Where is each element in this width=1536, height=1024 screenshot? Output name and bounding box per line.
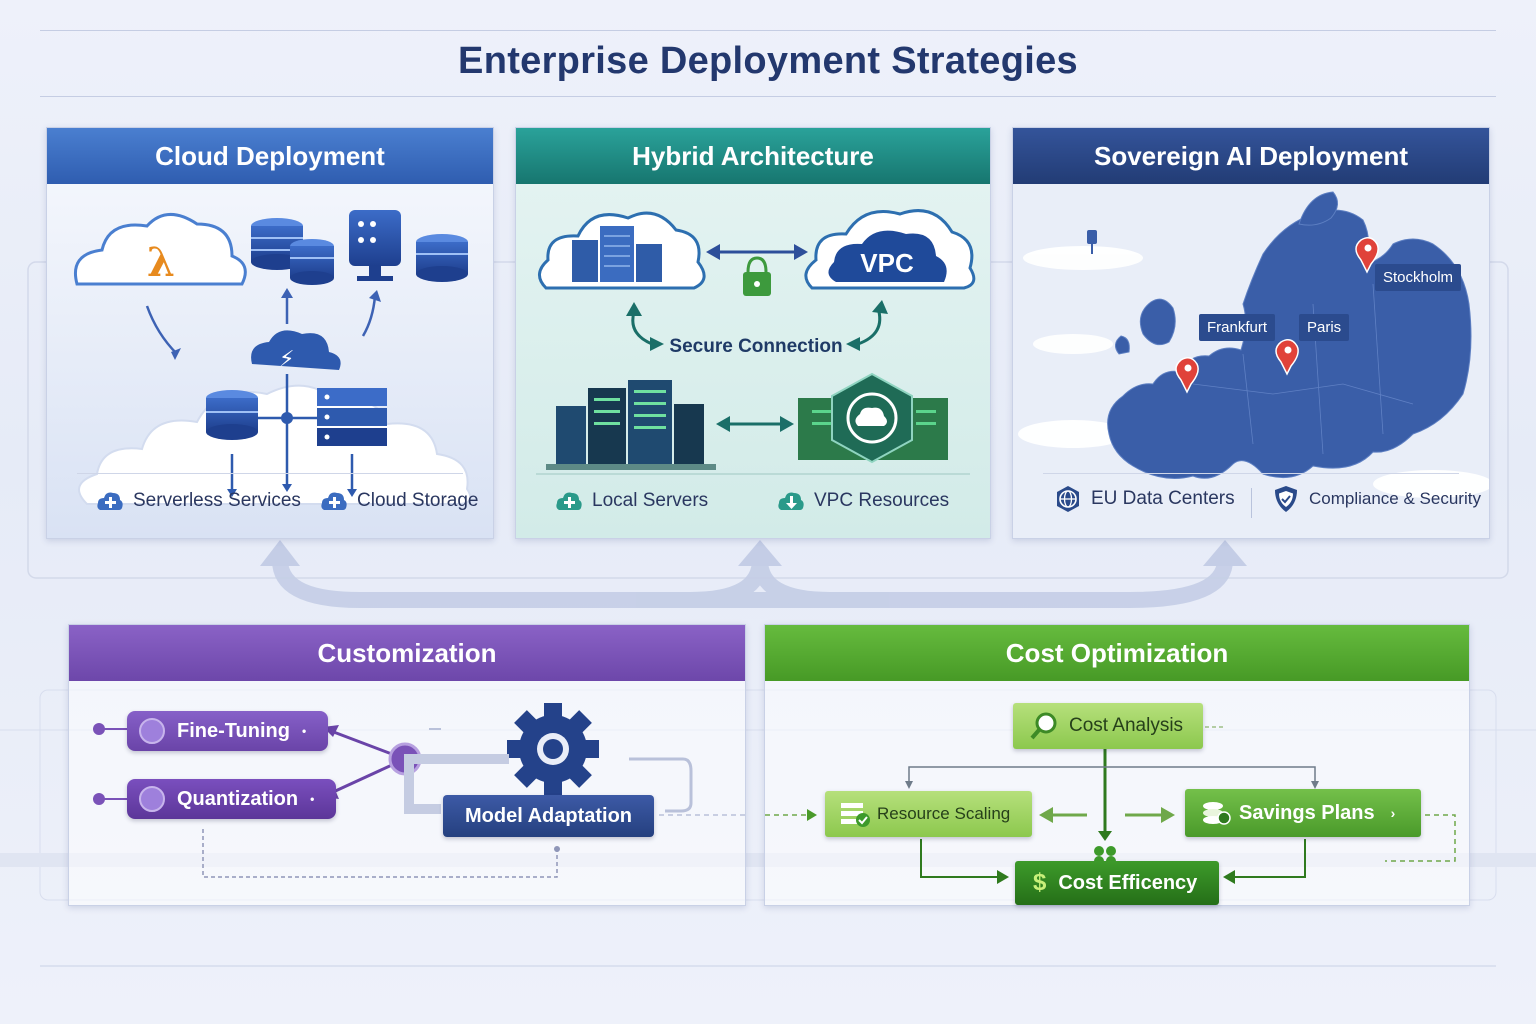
model-adaptation-box[interactable]: Model Adaptation xyxy=(443,795,655,837)
map-pin-icon xyxy=(1355,237,1379,274)
cost-efficiency-box[interactable]: $ Cost Efficency xyxy=(1015,861,1220,905)
chip-label: Fine-Tuning xyxy=(177,719,290,742)
lambda-cloud-icon: λ xyxy=(74,213,247,286)
cost-analysis-box[interactable]: Cost Analysis xyxy=(1013,703,1204,749)
gear-icon xyxy=(507,703,599,795)
panel-title: Sovereign AI Deployment xyxy=(1013,128,1489,184)
footer-item-cloud-storage: Cloud Storage xyxy=(319,486,478,516)
server-rack-icon xyxy=(317,388,387,446)
footer-item-local-servers: Local Servers xyxy=(554,486,708,516)
panel-link-arrows xyxy=(272,552,1233,608)
lock-icon xyxy=(743,256,771,296)
resource-scaling-box[interactable]: Resource Scaling xyxy=(825,791,1033,837)
footer-item-eu-data-centers: EU Data Centers xyxy=(1053,484,1235,514)
hybrid-illustration: VPC Secure Connection xyxy=(516,184,990,538)
vpc-label: VPC xyxy=(860,248,914,278)
hybrid-architecture-panel: Hybrid Architecture xyxy=(515,127,991,539)
database-icon xyxy=(416,234,468,282)
chip-label: Savings Plans xyxy=(1239,801,1375,824)
quantization-chip[interactable]: Quantization • xyxy=(127,779,337,819)
chip-label: Cost Analysis xyxy=(1069,715,1184,736)
panel-title: Hybrid Architecture xyxy=(516,128,990,184)
shield-icon xyxy=(1275,486,1297,512)
map-pin-icon xyxy=(1275,339,1299,376)
small-map-pin-icon xyxy=(1087,230,1097,254)
database-icon xyxy=(290,239,334,285)
chip-label: Cost Efficency xyxy=(1058,871,1198,894)
vpc-cloud-icon: VPC xyxy=(804,209,976,290)
footer-label: VPC Resources xyxy=(814,490,950,511)
footer-item-compliance: Compliance & Security xyxy=(1271,484,1481,514)
plus-cloud-icon xyxy=(97,492,123,510)
cloud-deployment-panel: Cloud Deployment λ xyxy=(46,127,494,539)
panel-title: Cost Optimization xyxy=(765,625,1469,681)
sovereign-ai-panel: Sovereign AI Deployment xyxy=(1012,127,1490,539)
globe-icon xyxy=(1057,486,1079,512)
cost-optimization-panel: Cost Optimization Cost A xyxy=(764,624,1470,906)
location-label-stockholm: Stockholm xyxy=(1375,264,1462,291)
svg-text:λ: λ xyxy=(147,239,175,286)
customization-flow-diagram xyxy=(93,703,745,878)
database-icon xyxy=(206,390,258,440)
cloud-illustration: λ xyxy=(47,184,493,538)
customization-panel: Customization xyxy=(68,624,746,906)
svg-text:⚡: ⚡ xyxy=(279,347,294,372)
dollar-icon: $ xyxy=(1033,869,1047,896)
coins-icon xyxy=(1203,802,1231,825)
secure-connection-label: Secure Connection xyxy=(669,336,842,357)
footer-label: Local Servers xyxy=(592,490,709,511)
location-label-frankfurt: Frankfurt xyxy=(1199,314,1276,341)
page-title: Enterprise Deployment Strategies xyxy=(458,40,1078,82)
chip-label: Quantization xyxy=(177,787,299,810)
panel-title: Customization xyxy=(69,625,745,681)
footer-item-serverless: Serverless Services xyxy=(95,486,301,516)
footer-label: Compliance & Security xyxy=(1309,489,1481,508)
local-servers-icon xyxy=(546,380,716,470)
search-icon xyxy=(1030,712,1057,740)
chip-label: Model Adaptation xyxy=(465,804,633,827)
scaling-stack-icon xyxy=(841,803,870,827)
map-pin-icon xyxy=(1175,357,1199,394)
plus-cloud-icon xyxy=(556,492,582,510)
panel-title: Cloud Deployment xyxy=(47,128,493,184)
europe-map: Stockholm Frankfurt Paris xyxy=(1013,184,1489,538)
download-cloud-icon xyxy=(778,492,804,510)
chip-label: Resource Scaling xyxy=(877,804,1011,823)
on-premise-cloud-icon xyxy=(538,211,706,290)
footer-label: EU Data Centers xyxy=(1091,488,1235,509)
vpc-resource-icon xyxy=(798,372,948,464)
location-label-paris: Paris xyxy=(1299,314,1350,341)
savings-plans-box[interactable]: Savings Plans › xyxy=(1185,789,1422,837)
footer-label: Serverless Services xyxy=(133,490,301,511)
footer-item-vpc-resources: VPC Resources xyxy=(776,486,949,516)
server-monitor-icon xyxy=(349,210,401,281)
footer-label: Cloud Storage xyxy=(357,490,479,511)
plus-cloud-icon xyxy=(321,492,347,510)
fine-tuning-chip[interactable]: Fine-Tuning • xyxy=(127,711,329,751)
